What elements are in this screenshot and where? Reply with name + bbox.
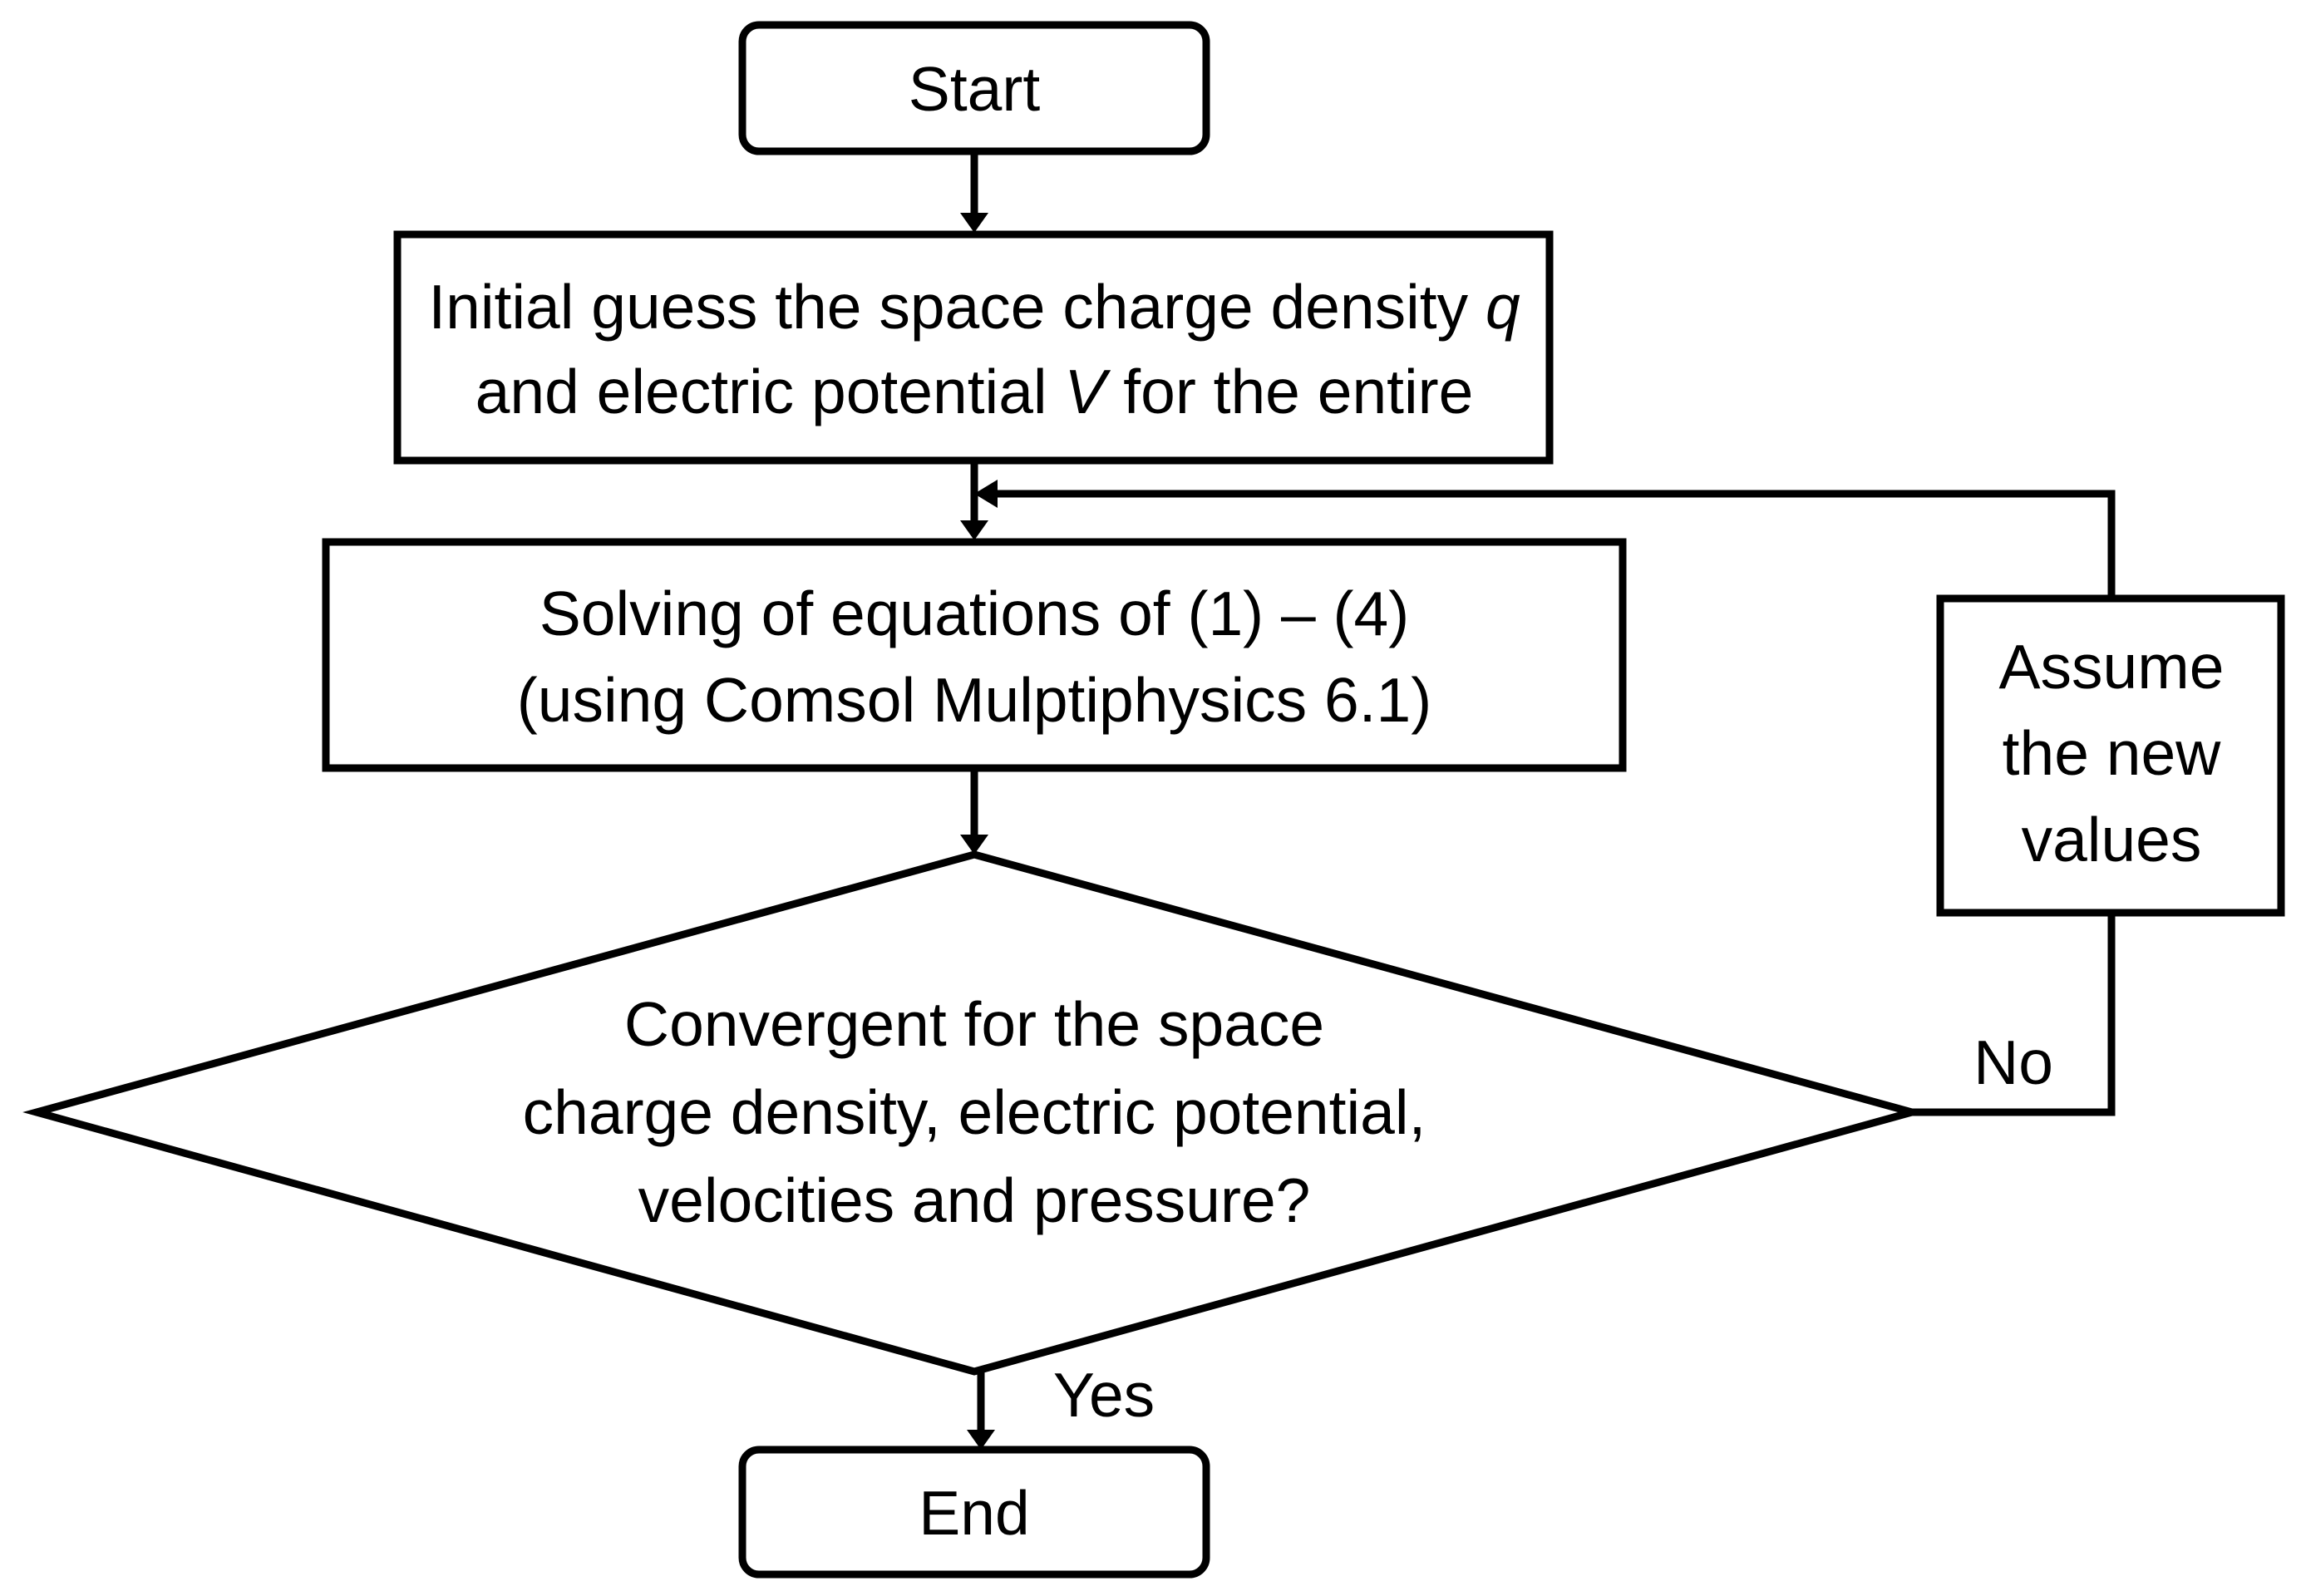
decision-line-3: velocities and pressure?: [638, 1165, 1311, 1235]
no-label: No: [1973, 1027, 2053, 1097]
end-label: End: [919, 1478, 1029, 1548]
assume-line-3: values: [2022, 805, 2202, 874]
yes-branch-edge: Yes: [967, 1360, 1155, 1450]
yes-label: Yes: [1053, 1360, 1155, 1430]
initial-guess-line-1: Initial guess the space charge density q: [428, 272, 1520, 342]
solve-node: Solving of equations of (1) – (4) (using…: [322, 538, 1627, 772]
initial-guess-box: [393, 230, 1554, 465]
start-node: Start: [738, 21, 1210, 155]
arrow-solve-to-decision: [960, 768, 988, 855]
solve-line-2: (using Comsol Mulptiphysics 6.1): [517, 665, 1431, 735]
decision-line-2: charge density, electric potential,: [523, 1077, 1426, 1147]
no-branch-edge: No: [974, 480, 2116, 1116]
start-label: Start: [909, 54, 1041, 124]
solve-line-1: Solving of equations of (1) – (4): [540, 579, 1409, 648]
assume-node: Assume the new values: [1936, 594, 2285, 917]
arrow-start-to-initial: [960, 151, 988, 233]
decision-node: Convergent for the space charge density,…: [22, 850, 1926, 1376]
decision-line-1: Convergent for the space: [624, 989, 1324, 1059]
decision-diamond: [22, 850, 1926, 1376]
assume-box: [1936, 594, 2285, 917]
arrow-initial-to-solve: [960, 461, 988, 540]
end-node: End: [738, 1446, 1210, 1579]
assume-line-2: the new: [2003, 718, 2222, 788]
initial-guess-node: Initial guess the space charge density q…: [393, 230, 1554, 465]
initial-guess-line-2: and electric potential V for the entire: [475, 357, 1474, 426]
end-box: [738, 1446, 1210, 1579]
assume-line-1: Assume: [1999, 632, 2225, 702]
